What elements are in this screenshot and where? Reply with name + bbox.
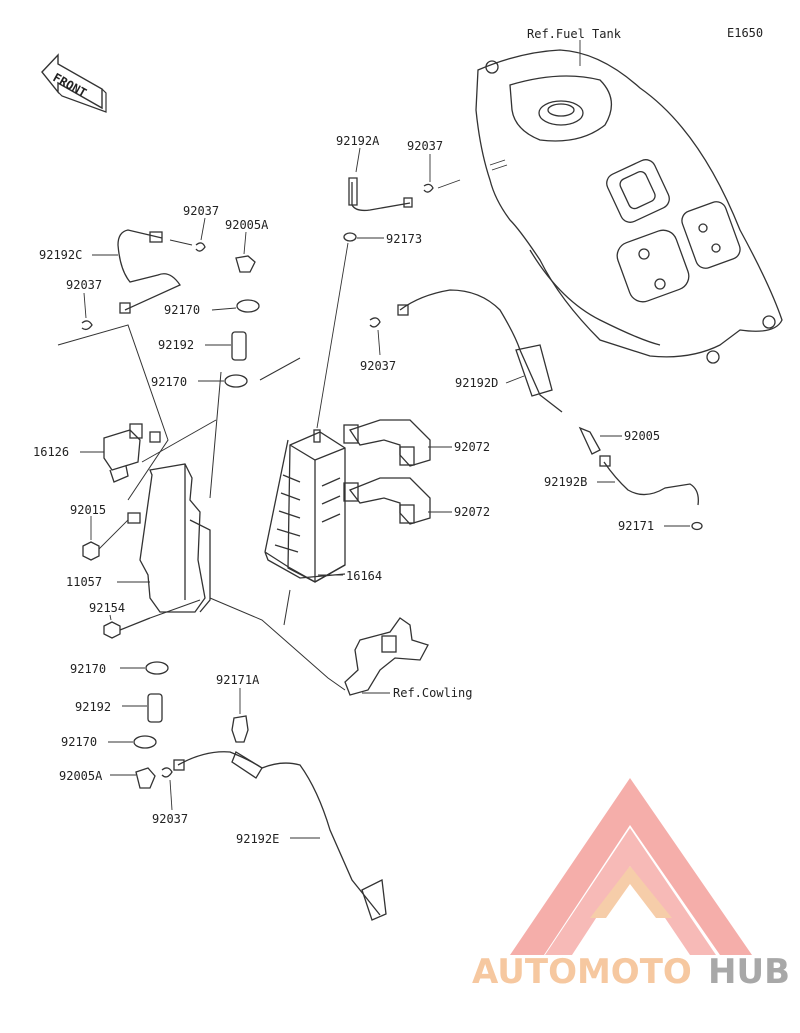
connector-92005: [578, 426, 601, 455]
label-92192-a: 92192: [158, 338, 194, 352]
watermark-text-hub: HUB: [708, 952, 790, 992]
clip-92171A: [231, 715, 249, 743]
label-92192-b: 92192: [75, 700, 111, 714]
label-16164: 16164: [346, 569, 382, 583]
clamp-92037-mid: [369, 317, 381, 328]
label-92037-left: 92037: [66, 278, 102, 292]
clamp-92170-c: [145, 661, 169, 675]
label-92192A: 92192A: [336, 134, 380, 148]
label-92192B: 92192B: [544, 475, 587, 489]
hose-92192B: [599, 455, 699, 506]
label-92171A: 92171A: [216, 673, 260, 687]
automotohub-logo: [510, 778, 752, 955]
fuel-tank: [475, 49, 783, 364]
label-92170-b: 92170: [151, 375, 187, 389]
label-92072-a: 92072: [454, 440, 490, 454]
ref-fuel-tank-label: Ref.Fuel Tank: [527, 27, 622, 41]
clamp-92037-a: [195, 242, 206, 252]
label-92015: 92015: [70, 503, 106, 517]
watermark-text-automoto: AUTOMOTO: [472, 952, 692, 992]
hose-92192D: [397, 289, 563, 413]
washer-92173: [343, 232, 357, 242]
strap-92072-a: [343, 419, 431, 467]
label-11057: 11057: [66, 575, 102, 589]
canister-16164: [264, 429, 346, 583]
clamp-92037-bottom: [161, 767, 173, 778]
label-92171: 92171: [618, 519, 654, 533]
label-92037-a: 92037: [183, 204, 219, 218]
fitting-92005A-bottom: [135, 767, 156, 789]
front-arrow-icon: FRONT: [41, 53, 107, 113]
label-92037-bottom: 92037: [152, 812, 188, 826]
fitting-92005A-top: [235, 255, 256, 273]
nut-92015: [82, 541, 100, 561]
label-92154: 92154: [89, 601, 125, 615]
ref-cowling-label: Ref.Cowling: [393, 686, 472, 700]
label-16126: 16126: [33, 445, 69, 459]
label-92005A-bottom: 92005A: [59, 769, 103, 783]
label-92192D: 92192D: [455, 376, 498, 390]
diagram-code: E1650: [727, 26, 763, 40]
hose-92192C: [117, 229, 181, 314]
cowling-bracket: [344, 617, 429, 696]
clamp-92037-left: [81, 320, 93, 331]
solenoid-valve-16126: [103, 423, 161, 483]
washer-92171: [691, 521, 703, 531]
clamp-92170-b: [224, 374, 248, 388]
label-92192C: 92192C: [39, 248, 82, 262]
label-92192E: 92192E: [236, 832, 279, 846]
hose-92192-a: [231, 331, 247, 361]
label-92173: 92173: [386, 232, 422, 246]
label-92170-c: 92170: [70, 662, 106, 676]
bolt-92154: [103, 617, 151, 639]
strap-92072-b: [343, 477, 431, 525]
clamp-92170-d: [133, 735, 157, 749]
label-92037-mid: 92037: [360, 359, 396, 373]
label-92072-b: 92072: [454, 505, 490, 519]
label-92170-a: 92170: [164, 303, 200, 317]
label-92037-top: 92037: [407, 139, 443, 153]
label-92170-d: 92170: [61, 735, 97, 749]
clamp-92037-top: [423, 183, 434, 193]
hose-92192E: [173, 751, 387, 921]
hose-92192-b: [147, 693, 163, 723]
hose-92192A: [348, 177, 413, 212]
bracket-11057: [127, 463, 211, 613]
label-92005A-top: 92005A: [225, 218, 269, 232]
label-92005: 92005: [624, 429, 660, 443]
clamp-92170-a: [236, 299, 260, 313]
